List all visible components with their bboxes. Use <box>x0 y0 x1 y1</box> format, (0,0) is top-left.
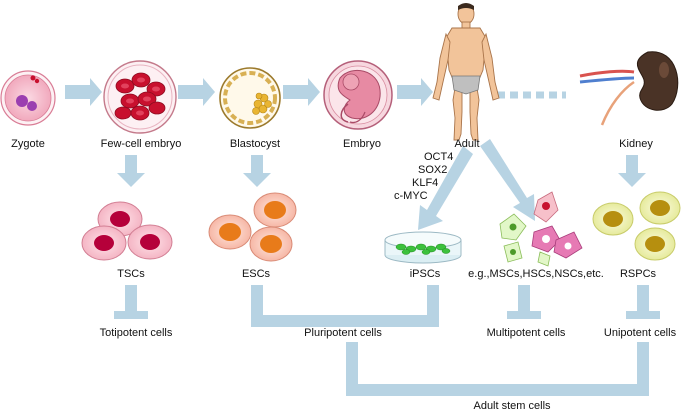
arrow-down-rspcs <box>618 155 646 187</box>
stage-arrows <box>65 78 433 106</box>
kidney-illustration <box>579 51 679 126</box>
arrow-blastocyst-to-embryo <box>283 78 320 106</box>
label-multipotent-examples: e.g.,MSCs,HSCs,NSCs,etc. <box>468 268 604 280</box>
factor-oct4: OCT4 <box>424 151 454 163</box>
bar-totipotent-cap <box>114 311 148 319</box>
down-arrows <box>117 139 646 230</box>
ipscs-dish <box>384 231 462 264</box>
arrow-adult-to-ipscs <box>418 146 473 230</box>
bar-unipotent-cap <box>626 311 660 319</box>
bar-pluripotent-bracket <box>251 315 439 327</box>
bar-adult-right <box>637 342 649 396</box>
bar-multi-stem <box>518 285 530 311</box>
label-embryo: Embryo <box>343 138 381 150</box>
multipotent-cells <box>499 191 583 267</box>
arrow-down-tscs <box>117 155 145 187</box>
label-kidney: Kidney <box>619 138 653 150</box>
potency-connectors <box>114 285 660 396</box>
label-ipscs: iPSCs <box>409 268 441 280</box>
few-cell-embryo-illustration <box>103 60 177 134</box>
label-totipotent: Totipotent cells <box>99 327 173 339</box>
label-blastocyst: Blastocyst <box>229 138 281 150</box>
arrow-embryo-to-adult <box>397 78 433 106</box>
bar-multipotent-cap <box>507 311 541 319</box>
arrow-zygote-to-fewcell <box>65 78 102 106</box>
blastocyst-illustration <box>219 67 281 129</box>
label-zygote: Zygote <box>11 138 45 150</box>
tscs-cells <box>81 201 173 261</box>
label-unipotent: Unipotent cells <box>603 327 677 339</box>
factor-sox2: SOX2 <box>418 164 448 176</box>
label-tscs: TSCs <box>117 268 145 280</box>
embryo-illustration <box>323 60 393 130</box>
bar-tscs-stem <box>125 285 137 311</box>
bar-adult-left <box>346 342 358 396</box>
escs-cells <box>208 192 297 262</box>
bar-rspcs-stem <box>637 285 649 311</box>
label-rspcs: RSPCs <box>619 268 657 280</box>
arrow-adult-to-multipotent <box>480 139 535 221</box>
label-pluripotent: Pluripotent cells <box>304 327 382 339</box>
rspcs-cells <box>592 191 681 261</box>
bar-adult-bracket <box>346 384 649 396</box>
label-few-cell-embryo: Few-cell embryo <box>100 138 182 150</box>
factor-c-myc: c-MYC <box>394 190 428 202</box>
label-multipotent: Multipotent cells <box>486 327 566 339</box>
arrow-down-escs <box>243 155 271 187</box>
arrow-fewcell-to-blastocyst <box>178 78 215 106</box>
adult-illustration <box>432 3 500 141</box>
label-adult: Adult <box>454 138 480 150</box>
label-escs: ESCs <box>241 268 271 280</box>
label-adult-stem-cells: Adult stem cells <box>473 400 551 412</box>
factor-klf4: KLF4 <box>412 177 439 189</box>
zygote-illustration <box>0 70 56 126</box>
